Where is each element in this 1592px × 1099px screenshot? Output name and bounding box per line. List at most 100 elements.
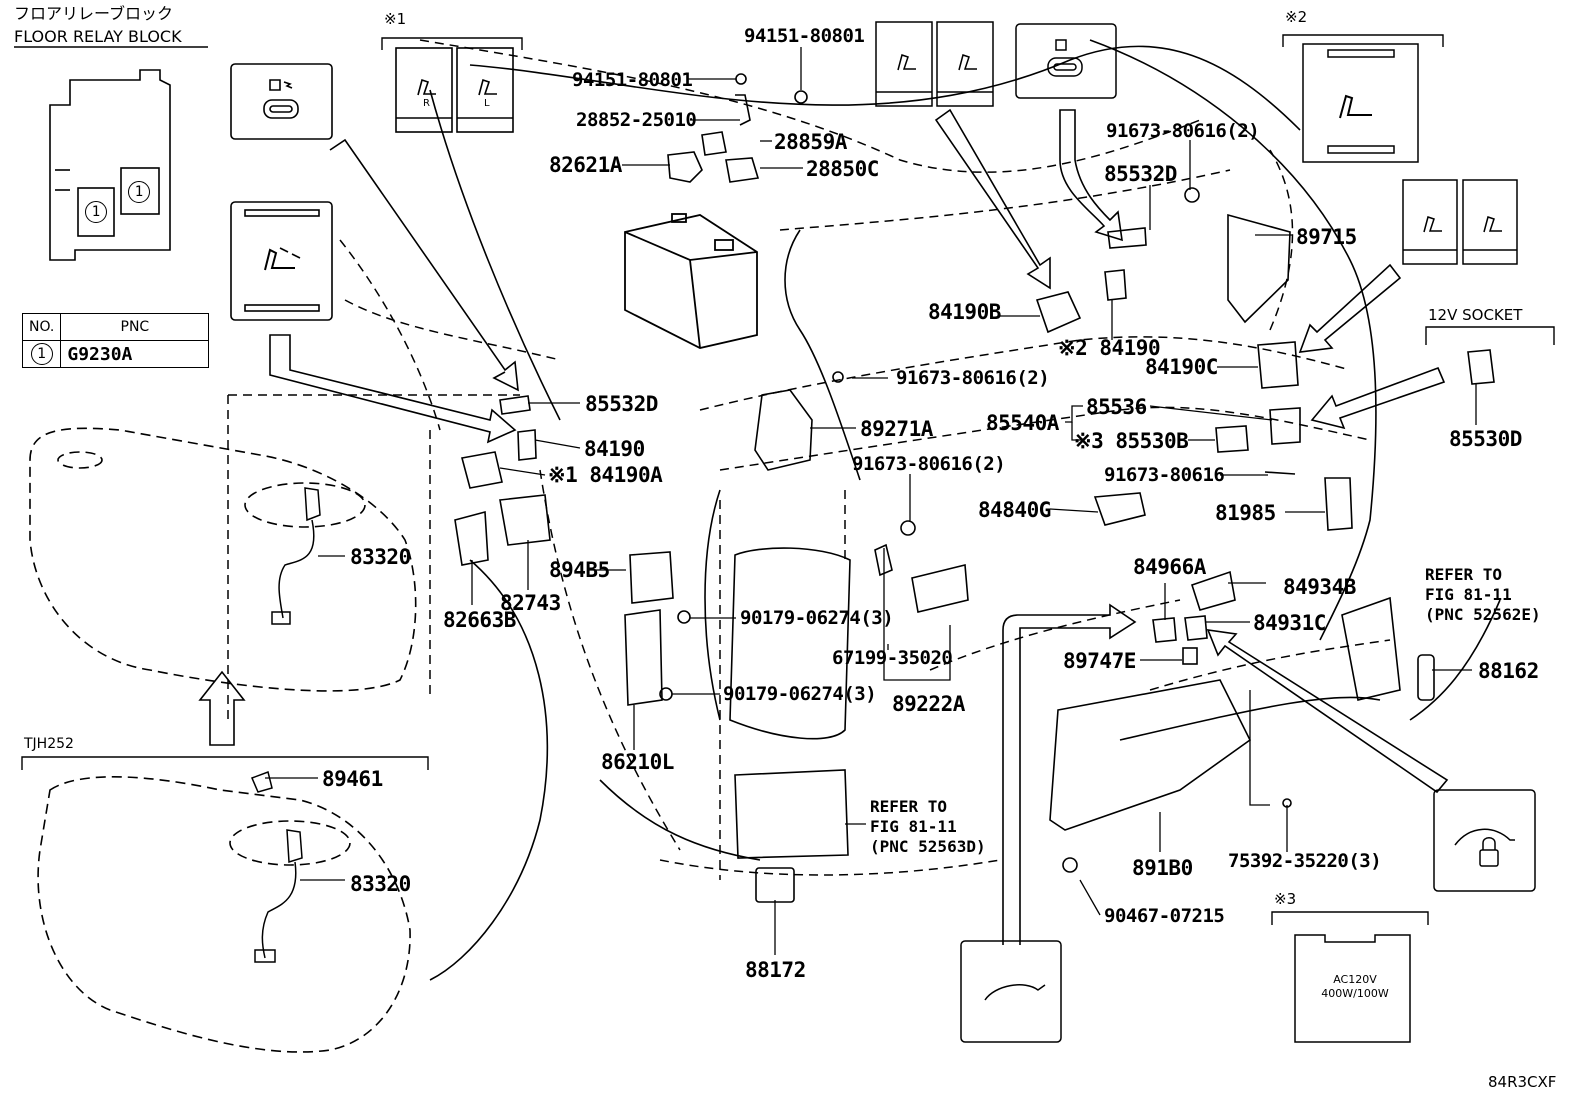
part-number: 82743 (500, 591, 561, 615)
part-number: 88162 (1478, 659, 1539, 683)
part-number: 84190 (584, 437, 645, 461)
part-number: 89715 (1296, 225, 1357, 249)
part-number: 85536 (1086, 395, 1147, 419)
relay-marker-2: 1 (128, 181, 150, 203)
part-number: 94151-80801 (744, 25, 865, 47)
pnc-col-no: NO. (21, 313, 62, 341)
part-number: 81985 (1215, 501, 1276, 525)
part-number: 891B0 (1132, 856, 1193, 880)
seat-heater-switches-1 (381, 37, 523, 133)
part-number: ※2 84190 (1058, 336, 1161, 360)
part-number: 85532D (1104, 162, 1177, 186)
relay-block-title-en: FLOOR RELAY BLOCK (14, 27, 182, 46)
part-number: 88172 (745, 958, 806, 982)
refer-line: FIG 81-11 (1425, 585, 1512, 604)
part-number: ※1 84190A (548, 463, 663, 487)
ac-plate-voltage: AC120V (1333, 973, 1377, 986)
note-marker-3: ※3 (1274, 890, 1297, 908)
part-number: 83320 (350, 872, 411, 896)
seat-badge-l: L (484, 98, 490, 109)
part-number: 28859A (774, 130, 847, 154)
part-number: 85532D (585, 392, 658, 416)
tailgate-lock-switch (1433, 789, 1536, 892)
guide-arrows (198, 108, 1449, 945)
socket-12v-label: 12V SOCKET (1428, 306, 1523, 324)
part-number: 84190B (928, 300, 1001, 324)
part-number: 91673-80616(2) (1106, 120, 1260, 142)
pnc-row-no: 1 (21, 340, 62, 368)
refer-line: (PNC 52562E) (1425, 605, 1541, 624)
part-number: 91673-80616(2) (852, 453, 1006, 475)
model-bracket (21, 756, 429, 770)
part-number: 89747E (1063, 649, 1136, 673)
battery-terminals (667, 73, 808, 183)
ac-plate-text: AC120V 400W/100W (1305, 973, 1405, 1001)
part-number: 75392-35220(3) (1228, 850, 1382, 872)
part-number: 91673-80616(2) (896, 367, 1050, 389)
seat-switch-panel-2 (1282, 34, 1444, 163)
tailgate-switch (960, 940, 1062, 1043)
seat-heater-switches-top (875, 21, 994, 107)
part-number: 89271A (860, 417, 933, 441)
part-number: 82621A (549, 153, 622, 177)
part-number: 85530D (1449, 427, 1522, 451)
ac-outlet-plate (1271, 911, 1429, 1043)
note-marker-1: ※1 (384, 10, 407, 28)
refer-to-note-mid: REFER TO FIG 81-11 (PNC 52563D) (870, 797, 986, 857)
seat-switch-panel-left (230, 201, 333, 321)
socket-bracket (1425, 326, 1555, 345)
part-number: 90179-06274(3) (740, 607, 894, 629)
fuel-sender-upper (271, 487, 321, 625)
relay-block-title-jp: フロアリレーブロック (14, 4, 174, 23)
battery (624, 213, 758, 349)
pnc-table-header: NO. PNC (21, 313, 210, 341)
refer-line: REFER TO (1425, 565, 1503, 584)
small-components (454, 187, 1495, 903)
seat-heater-switches-right (1402, 179, 1518, 265)
part-number: 85540A (986, 411, 1059, 435)
part-number: 94151-80801 (572, 69, 693, 91)
fuel-sender-lower (251, 771, 303, 963)
model-label: TJH252 (24, 736, 74, 752)
leader-lines (265, 47, 1477, 955)
diagram-code: 84R3CXF (1488, 1073, 1557, 1091)
refer-line: (PNC 52563D) (870, 837, 986, 856)
part-number: 82663B (443, 608, 516, 632)
part-number: 894B5 (549, 558, 610, 582)
part-number: 86210L (601, 750, 674, 774)
part-number: 90179-06274(3) (723, 683, 877, 705)
floor-relay-block-diagram (14, 46, 208, 261)
part-number: 89461 (322, 767, 383, 791)
part-number: 91673-80616 (1104, 464, 1225, 486)
seat-badge-r: R (423, 98, 430, 109)
pnc-table: NO. PNC 1 G9230A (21, 313, 210, 368)
vehicle-body-solid (429, 39, 1501, 981)
part-number: ※3 85530B (1074, 429, 1189, 453)
ac-plate-watt: 400W/100W (1321, 987, 1389, 1000)
part-number: 84966A (1133, 555, 1206, 579)
part-number: 28852-25010 (576, 109, 697, 131)
part-number: 84190C (1145, 355, 1218, 379)
refer-line: FIG 81-11 (870, 817, 957, 836)
refer-line: REFER TO (870, 797, 948, 816)
pnc-col-pnc: PNC (60, 313, 210, 341)
usb-charger-panel-left (230, 63, 333, 140)
note-marker-2: ※2 (1285, 8, 1308, 26)
fuel-tank-lower (37, 776, 411, 1053)
fuel-tank-upper (29, 427, 417, 692)
vehicle-outline (227, 39, 1391, 880)
table-row: 1 G9230A (21, 340, 210, 368)
part-number: 67199-35020 (832, 647, 953, 669)
usb-charger-panel-right (1015, 23, 1117, 99)
part-number: 28850C (806, 157, 879, 181)
refer-to-note-right: REFER TO FIG 81-11 (PNC 52562E) (1425, 565, 1541, 625)
part-number: 84840G (978, 498, 1051, 522)
relay-marker-1: 1 (85, 201, 107, 223)
part-number: 84931C (1253, 611, 1326, 635)
part-number: 83320 (350, 545, 411, 569)
part-number: 89222A (892, 692, 965, 716)
part-number: 90467-07215 (1104, 905, 1225, 927)
pnc-row-value: G9230A (60, 340, 210, 368)
part-number: 84934B (1283, 575, 1356, 599)
